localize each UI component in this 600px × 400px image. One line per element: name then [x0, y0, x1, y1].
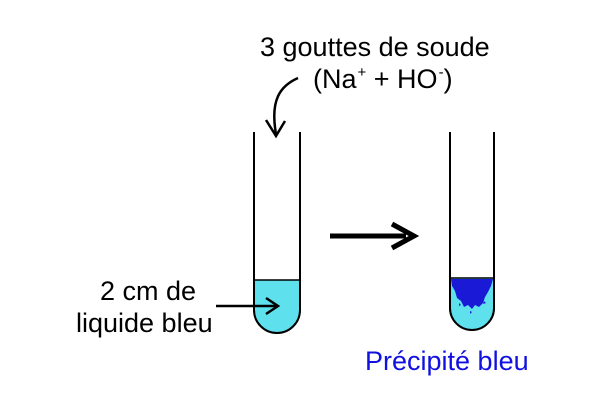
reagent-formula-open: (Na: [313, 64, 357, 94]
reagent-label-line2: (Na+ + HO-): [313, 64, 453, 99]
right-arrow-icon: [216, 296, 281, 316]
initial-label-line1: 2 cm de: [100, 276, 197, 306]
reagent-label-line1: 3 gouttes de soude: [260, 32, 490, 62]
right-arrow-icon: [330, 221, 420, 251]
tube-outline: [253, 132, 301, 334]
reagent-formula-hydroxide: + HO: [366, 64, 438, 94]
initial-label-line2: liquide bleu: [76, 308, 213, 338]
tube-outline: [449, 132, 495, 331]
test-tube-initial: [253, 132, 301, 334]
curved-down-arrow-icon: [264, 76, 299, 139]
reagent-formula-end: ): [443, 64, 453, 94]
test-tube-result: [449, 132, 495, 331]
blue-precipitate: [451, 279, 493, 309]
hydroxide-charge: -: [438, 64, 444, 81]
sodium-charge: +: [357, 64, 367, 81]
result-label: Précipité bleu: [365, 346, 529, 376]
